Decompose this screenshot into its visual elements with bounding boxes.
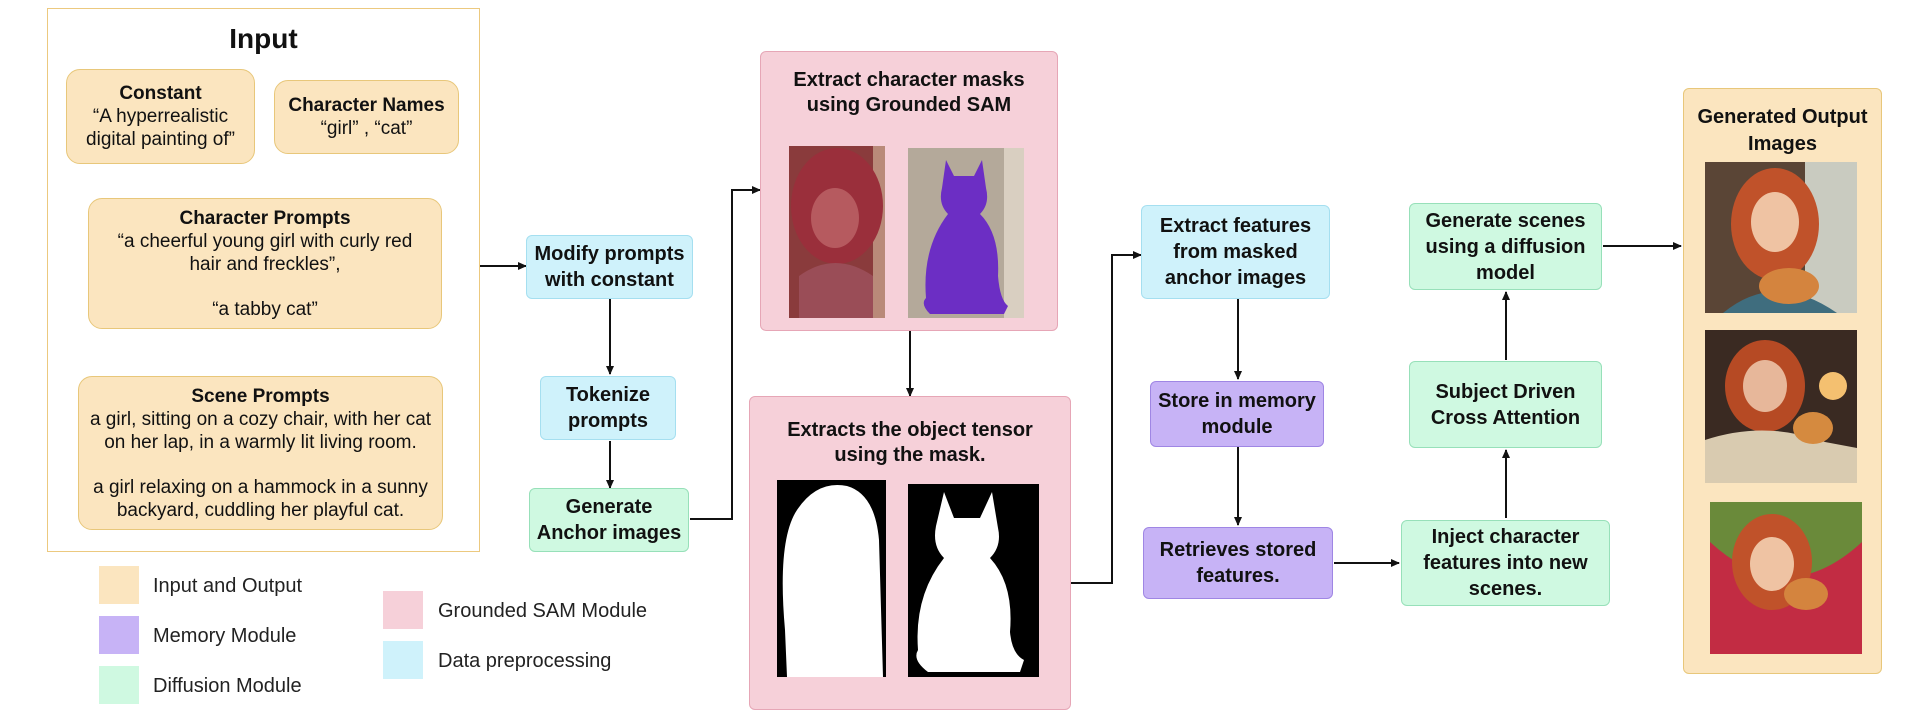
legend-swatch-diffusion bbox=[99, 666, 139, 704]
extract-features-label: Extract features from masked anchor imag… bbox=[1159, 215, 1312, 289]
scene-prompts-heading: Scene Prompts bbox=[191, 385, 330, 407]
constant-box: Constant “A hyperrealistic digital paint… bbox=[66, 69, 255, 164]
legend-swatch-memory bbox=[99, 616, 139, 654]
arrow-generate-to-masks bbox=[690, 186, 761, 520]
retrieve-features-label: Retrieves stored features. bbox=[1159, 539, 1317, 587]
character-names-box: Character Names “girl” , “cat” bbox=[274, 80, 459, 154]
output-image-3 bbox=[1710, 502, 1862, 654]
character-prompts-text-2: “a tabby cat” bbox=[212, 298, 318, 320]
tokenize-label: Tokenize prompts bbox=[565, 384, 651, 432]
character-prompts-box: Character Prompts “a cheerful young girl… bbox=[88, 198, 442, 329]
character-names-text: “girl” , “cat” bbox=[320, 118, 413, 139]
girl-mask-image bbox=[789, 146, 885, 318]
tokenize-node: Tokenize prompts bbox=[540, 376, 676, 440]
extract-tensor-label: Extracts the object tensor using the mas… bbox=[787, 419, 1033, 466]
scene-prompts-text-1: a girl, sitting on a cozy chair, with he… bbox=[89, 408, 432, 453]
retrieve-features-node: Retrieves stored features. bbox=[1143, 527, 1333, 599]
legend-swatch-grounded-sam bbox=[383, 591, 423, 629]
character-prompts-text-1: “a cheerful young girl with curly red ha… bbox=[117, 230, 413, 275]
generate-anchor-label: Generate Anchor images bbox=[536, 496, 682, 544]
extract-masks-label: Extract character masks using Grounded S… bbox=[793, 69, 1025, 116]
extract-features-node: Extract features from masked anchor imag… bbox=[1141, 205, 1330, 299]
modify-prompts-label: Modify prompts with constant bbox=[534, 243, 685, 291]
legend-label-input-output: Input and Output bbox=[153, 575, 303, 597]
input-title: Input bbox=[229, 23, 298, 54]
legend-label-diffusion: Diffusion Module bbox=[153, 675, 302, 697]
constant-heading: Constant bbox=[119, 83, 202, 104]
constant-text: “A hyperrealistic digital painting of” bbox=[86, 106, 235, 150]
legend-label-memory: Memory Module bbox=[153, 625, 297, 647]
store-memory-node: Store in memory module bbox=[1150, 381, 1324, 447]
legend-swatch-preprocessing bbox=[383, 641, 423, 679]
store-memory-label: Store in memory module bbox=[1158, 390, 1316, 438]
character-names-heading: Character Names bbox=[288, 95, 445, 116]
subject-attention-label: Subject Driven Cross Attention bbox=[1430, 380, 1581, 429]
modify-prompts-node: Modify prompts with constant bbox=[526, 235, 693, 299]
arrow-tensor-to-features bbox=[1071, 251, 1142, 584]
character-prompts-heading: Character Prompts bbox=[179, 207, 351, 229]
scene-prompts-text-2: a girl relaxing on a hammock in a sunny … bbox=[93, 476, 428, 521]
girl-binary-mask bbox=[777, 480, 886, 677]
legend-label-grounded-sam: Grounded SAM Module bbox=[438, 600, 648, 622]
scene-prompts-box: Scene Prompts a girl, sitting on a cozy … bbox=[78, 376, 443, 530]
generate-anchor-node: Generate Anchor images bbox=[529, 488, 689, 552]
output-title: Generated Output Images bbox=[1697, 106, 1868, 155]
cat-binary-mask bbox=[908, 484, 1039, 677]
output-image-2 bbox=[1705, 330, 1857, 483]
generate-scenes-label: Generate scenes using a diffusion model bbox=[1425, 209, 1586, 284]
cat-mask-image bbox=[908, 148, 1024, 318]
subject-attention-node: Subject Driven Cross Attention bbox=[1409, 361, 1602, 448]
inject-features-label: Inject character features into new scene… bbox=[1423, 526, 1588, 600]
generate-scenes-node: Generate scenes using a diffusion model bbox=[1409, 203, 1602, 290]
inject-features-node: Inject character features into new scene… bbox=[1401, 520, 1610, 606]
legend-label-preprocessing: Data preprocessing bbox=[438, 650, 612, 672]
output-image-1 bbox=[1705, 162, 1857, 313]
legend-swatch-input-output bbox=[99, 566, 139, 604]
